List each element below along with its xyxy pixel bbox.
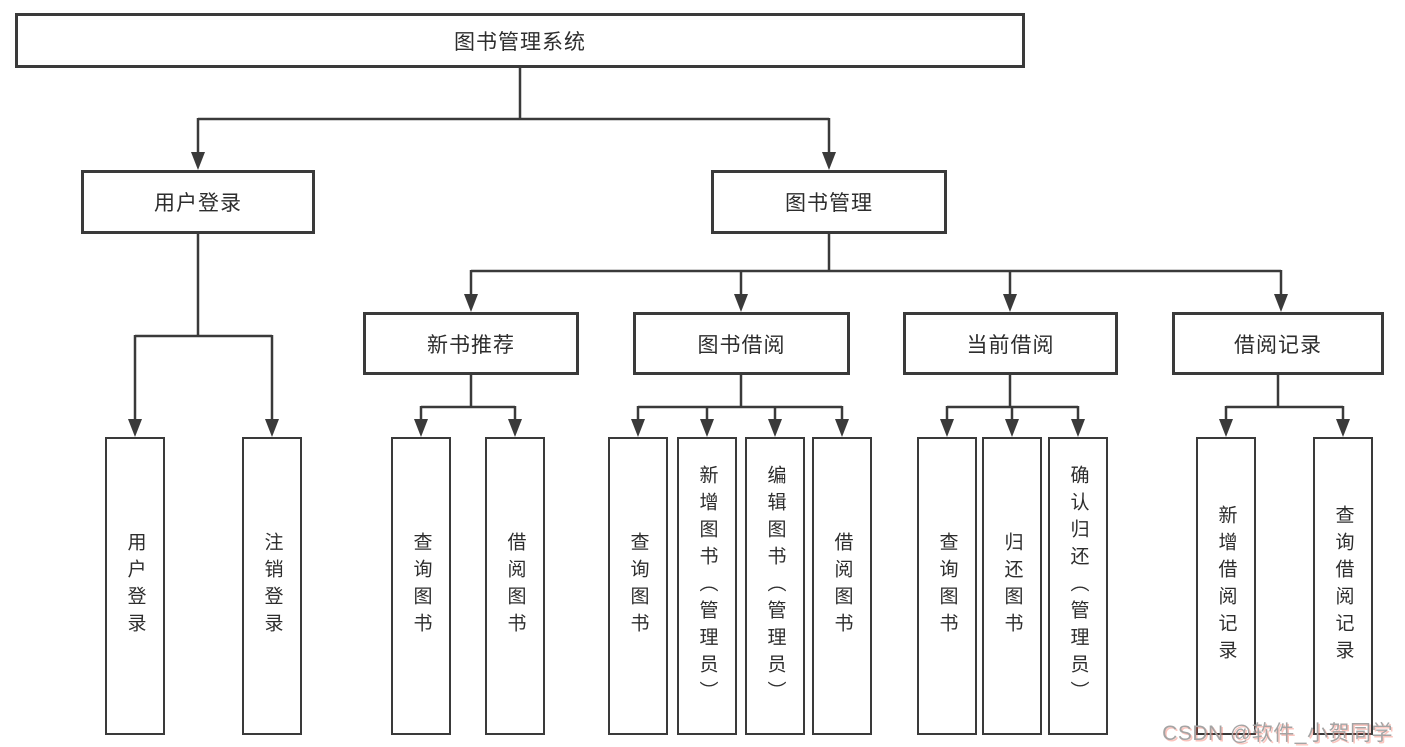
- leaf-current-query-book-label: 查询图书: [936, 532, 958, 640]
- leaf-records-query-record-label: 查询借阅记录: [1332, 505, 1354, 667]
- leaf-recommend-query-book-label: 查询图书: [410, 532, 432, 640]
- leaf-borrowing-edit-book-admin: 编辑图书（管理员）: [745, 437, 805, 735]
- leaf-records-add-record: 新增借阅记录: [1196, 437, 1256, 735]
- leaf-borrowing-add-book-admin-label: 新增图书（管理员）: [696, 464, 718, 708]
- node-book-management: 图书管理: [711, 170, 947, 234]
- node-new-book-recommend: 新书推荐: [363, 312, 579, 375]
- node-new-book-recommend-label: 新书推荐: [427, 333, 515, 357]
- node-book-borrowing: 图书借阅: [633, 312, 850, 375]
- arrowheads: [128, 152, 1350, 437]
- leaf-recommend-borrow-book-label: 借阅图书: [504, 532, 526, 640]
- node-user-login-label: 用户登录: [154, 192, 242, 215]
- node-current-borrowing-label: 当前借阅: [966, 333, 1055, 357]
- leaf-records-add-record-label: 新增借阅记录: [1215, 505, 1237, 667]
- leaf-borrowing-borrow-book: 借阅图书: [812, 437, 872, 735]
- leaf-borrowing-query-book: 查询图书: [608, 437, 668, 735]
- leaf-current-query-book: 查询图书: [917, 437, 977, 735]
- leaf-user-login: 用户登录: [105, 437, 165, 735]
- leaf-borrowing-add-book-admin: 新增图书（管理员）: [677, 437, 737, 735]
- node-user-login: 用户登录: [81, 170, 315, 234]
- leaf-borrowing-borrow-book-label: 借阅图书: [831, 532, 853, 640]
- leaf-records-query-record: 查询借阅记录: [1313, 437, 1373, 735]
- leaf-borrowing-edit-book-admin-label: 编辑图书（管理员）: [764, 464, 786, 708]
- node-current-borrowing: 当前借阅: [903, 312, 1118, 375]
- leaf-current-confirm-return-admin-label: 确认归还（管理员）: [1067, 464, 1089, 708]
- leaf-current-return-book-label: 归还图书: [1001, 532, 1023, 640]
- node-root-label: 图书管理系统: [454, 30, 586, 54]
- leaf-borrowing-query-book-label: 查询图书: [627, 532, 649, 640]
- leaf-current-confirm-return-admin: 确认归还（管理员）: [1048, 437, 1108, 735]
- node-root: 图书管理系统: [15, 13, 1025, 68]
- node-book-management-label: 图书管理: [785, 192, 873, 215]
- leaf-user-login-label: 用户登录: [124, 532, 146, 640]
- watermark: CSDN @软件_小贺同学: [1162, 722, 1393, 745]
- leaf-logout: 注销登录: [242, 437, 302, 735]
- node-borrowing-records-label: 借阅记录: [1234, 333, 1322, 357]
- leaf-recommend-query-book: 查询图书: [391, 437, 451, 735]
- node-borrowing-records: 借阅记录: [1172, 312, 1384, 375]
- leaf-recommend-borrow-book: 借阅图书: [485, 437, 545, 735]
- node-book-borrowing-label: 图书借阅: [697, 333, 786, 357]
- leaf-current-return-book: 归还图书: [982, 437, 1042, 735]
- leaf-logout-label: 注销登录: [261, 532, 283, 640]
